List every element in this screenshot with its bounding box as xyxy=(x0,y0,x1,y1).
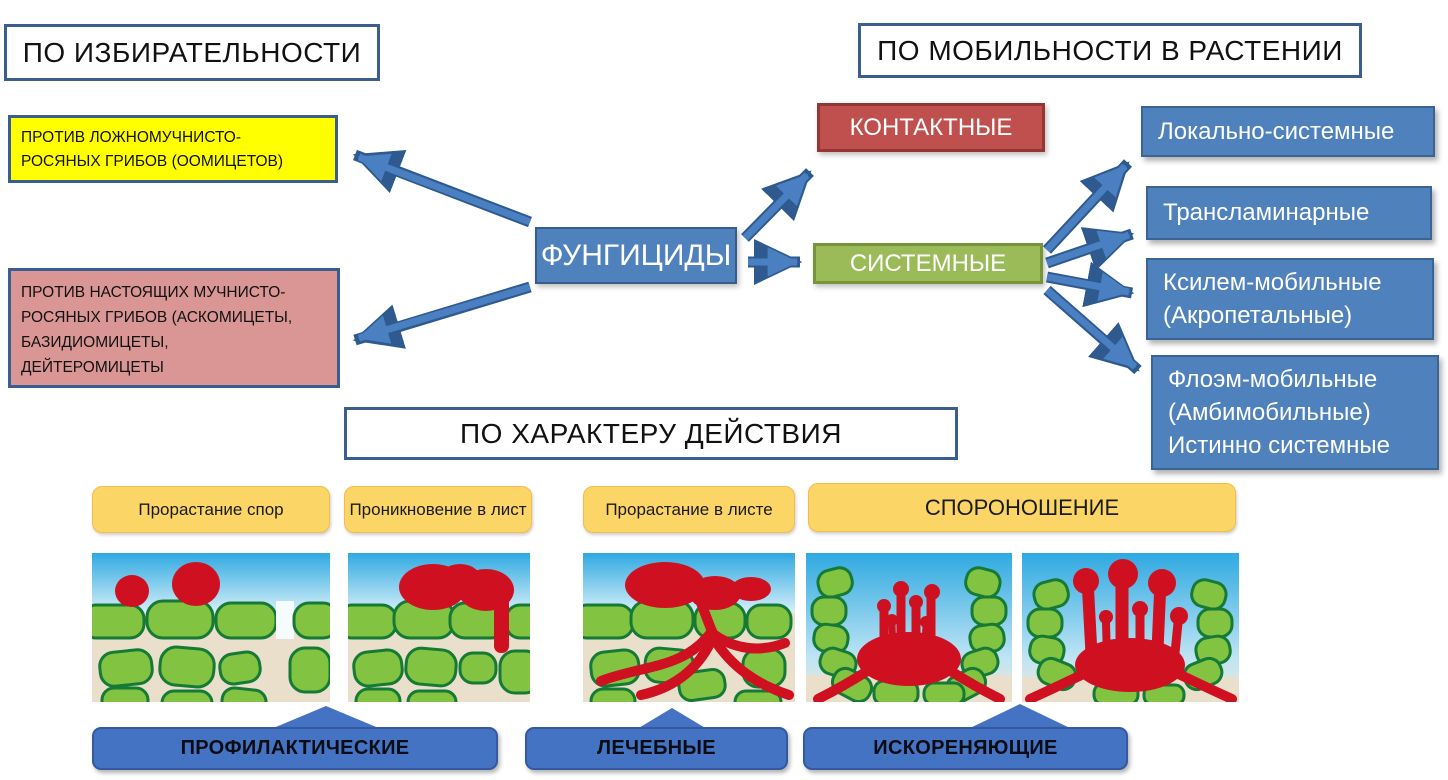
powdery-mildew-box: ПРОТИВ НАСТОЯЩИХ МУЧНИСТО- РОСЯНЫХ ГРИБО… xyxy=(8,268,340,388)
mobility-type-local-systemic: Локально-системные xyxy=(1141,106,1435,157)
selectivity-title: ПО ИЗБИРАТЕЛЬНОСТИ xyxy=(4,24,380,81)
mobility-type-xylem-mobile: Ксилем-мобильные (Акропетальные) xyxy=(1146,258,1434,340)
arrow-systemic-to-local-systemic xyxy=(1042,159,1133,254)
category-preventive: ПРОФИЛАКТИЧЕСКИЕ xyxy=(92,727,498,770)
stage-illustration-growth-in-leaf xyxy=(583,553,795,702)
action-title: ПО ХАРАКТЕРУ ДЕЙСТВИЯ xyxy=(344,407,958,460)
stage-label-leaf-penetration: Проникновение в лист xyxy=(344,486,532,533)
stage-illustration-spore-germination xyxy=(92,553,330,702)
preventive-callout-pointer xyxy=(271,706,381,729)
category-curative: ЛЕЧЕБНЫЕ xyxy=(525,727,788,770)
curative-callout-pointer xyxy=(637,708,707,729)
contact-fungicides-box: КОНТАКТНЫЕ xyxy=(817,103,1045,152)
arrow-systemic-to-translaminar xyxy=(1045,227,1135,271)
systemic-fungicides-box: СИСТЕМНЫЕ xyxy=(813,243,1043,284)
arrow-systemic-to-phloem-mobile xyxy=(1043,285,1142,375)
stage-label-sporulation: СПОРОНОШЕНИЕ xyxy=(808,483,1236,532)
arrow-fungicides-to-downy xyxy=(352,149,532,228)
fungicides-node: ФУНГИЦИДЫ xyxy=(535,227,737,284)
downy-mildew-box: ПРОТИВ ЛОЖНОМУЧНИСТО- РОСЯНЫХ ГРИБОВ (ОО… xyxy=(8,115,338,183)
stage-label-growth-in-leaf: Прорастание в листе xyxy=(583,486,795,533)
eradicant-callout-pointer xyxy=(968,704,1072,729)
stage-illustration-sporulation xyxy=(806,553,1012,702)
mobility-type-phloem-mobile: Флоэм-мобильные (Амбимобильные) Истинно … xyxy=(1151,355,1439,470)
category-eradicant: ИСКОРЕНЯЮЩИЕ xyxy=(803,727,1128,770)
mobility-type-translaminar: Трансламинарные xyxy=(1146,186,1432,240)
stage-illustration-leaf-penetration xyxy=(348,553,530,702)
mobility-title: ПО МОБИЛЬНОСТИ В РАСТЕНИИ xyxy=(858,23,1362,78)
arrow-fungicides-to-contact xyxy=(741,168,814,242)
arrow-fungicides-to-powdery xyxy=(352,281,532,349)
arrow-systemic-to-xylem-mobile xyxy=(1045,261,1135,308)
stage-illustration-heavy-sporulation xyxy=(1022,553,1239,702)
stage-label-spore-germination: Прорастание спор xyxy=(92,486,330,533)
